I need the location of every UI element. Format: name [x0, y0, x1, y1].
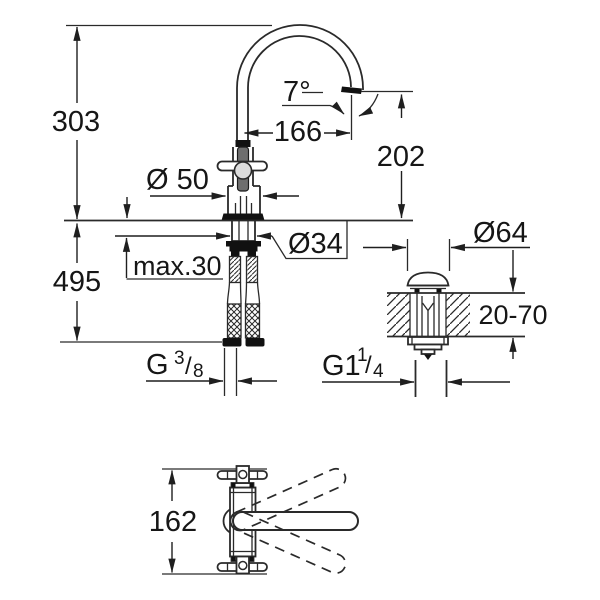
dim-hole-diameter-label: Ø34 — [288, 228, 343, 260]
faucet-outline — [216, 24, 364, 221]
body-inner-lines — [234, 196, 253, 214]
valve-nipple-tip — [424, 354, 432, 360]
supply-thread-prefix: G — [146, 349, 169, 381]
valve-tailpipe — [414, 360, 448, 397]
valve-nipple — [420, 348, 436, 355]
front-view: 303 495 Ø 50 166 202 — [52, 24, 425, 396]
body-column — [227, 185, 261, 214]
dim-body-diameter: Ø 50 — [146, 164, 299, 200]
spout-aerator-face — [341, 86, 362, 94]
supply-thread-numerator: 3 — [174, 348, 185, 369]
waste-thread-prefix: G1 — [322, 350, 361, 382]
dim-supply-thread: G 3 / 8 — [146, 348, 277, 396]
valve-locknut — [407, 336, 449, 346]
dim-body-diameter-label: Ø 50 — [146, 164, 209, 196]
hose-end-left — [222, 338, 242, 347]
dim-spout-reach: 166 — [243, 95, 353, 148]
bottom-handle-screw — [238, 560, 248, 571]
spout-joint-ring — [235, 140, 251, 147]
dim-swivel-depth-label: 162 — [149, 506, 197, 538]
collar-top-corner-left — [231, 483, 236, 488]
mounting-nut — [226, 241, 261, 247]
top-view: 162 — [149, 465, 359, 575]
angle-arc-right — [358, 93, 379, 117]
valve-funnel — [421, 302, 435, 337]
dim-spout-height: 303 — [52, 24, 272, 220]
cross-handle-hub — [233, 161, 253, 180]
mounting-washer — [229, 246, 258, 252]
mounting-shank — [231, 221, 256, 242]
dim-spout-reach-label: 166 — [274, 116, 322, 148]
dim-cap-diameter-label: Ø64 — [473, 217, 528, 249]
angle-leader-left — [282, 101, 345, 115]
spout-swivel-position-up — [229, 467, 347, 532]
hose-end-right — [245, 338, 265, 347]
shank-inner-pipes — [238, 221, 249, 241]
hole-diameter-leader — [271, 221, 348, 260]
drain-valve-view: Ø64 20-70 G1 1 / 4 — [322, 217, 548, 397]
valve-seal-left — [414, 289, 420, 294]
threaded-stud-left — [228, 255, 242, 284]
spout-top-view — [232, 511, 359, 531]
supply-hose-left — [226, 303, 242, 339]
valve-stem-walls — [409, 293, 447, 337]
hose-tapers — [226, 282, 261, 305]
waste-thread-denominator: 4 — [373, 361, 384, 382]
dim-cap-diameter: Ø64 — [363, 217, 530, 271]
top-handle-screw — [238, 469, 248, 480]
dim-outlet-height: 202 — [361, 90, 425, 219]
dim-deck-thickness-range: 20-70 — [478, 250, 548, 359]
dim-max-deck-thickness-label: max.30 — [133, 251, 222, 281]
dim-swivel-depth: 162 — [149, 469, 197, 574]
threaded-stud-right — [245, 255, 259, 284]
waste-thread-slash: / — [365, 352, 372, 379]
collar-top-corner-right — [249, 483, 254, 488]
bottom-handle-bar-ticks — [226, 563, 259, 571]
top-handle-bar-ticks — [226, 471, 259, 479]
dim-spout-height-label: 303 — [52, 106, 100, 138]
base-plate — [221, 213, 265, 221]
spout-swivel-position-down — [229, 510, 347, 575]
supply-thread-denominator: 8 — [193, 361, 204, 382]
dim-hole-diameter: Ø34 — [256, 221, 348, 260]
valve-seal-right — [436, 289, 442, 294]
supply-thread-slash: / — [185, 353, 192, 380]
deck-section-right — [446, 293, 470, 336]
dim-height-below-deck: 495 — [53, 222, 222, 343]
waste-thread-numerator: 1 — [357, 345, 368, 366]
deck-section-left — [387, 293, 410, 336]
dim-outlet-angle-label: 7° — [283, 76, 311, 108]
spout-outer-curve — [236, 24, 364, 147]
valve-body — [387, 271, 525, 397]
outlet-angle-callout: 7° — [282, 76, 379, 117]
collar-bottom-corner-left — [231, 556, 236, 561]
collar-bottom-corner-right — [249, 556, 254, 561]
supply-hose-right — [244, 303, 261, 339]
dim-outlet-height-label: 202 — [377, 141, 425, 173]
dim-deck-thickness-range-label: 20-70 — [478, 300, 547, 330]
locknut-ticks — [411, 337, 445, 345]
mounting-hardware — [222, 221, 265, 347]
faucet-top-view — [216, 465, 359, 575]
dim-max-deck-thickness: max.30 — [115, 197, 231, 281]
spout-inner-curve — [247, 35, 352, 147]
valve-cap-dome — [406, 271, 450, 287]
dim-height-below-deck-label: 495 — [53, 266, 101, 298]
stud-head-right — [247, 251, 256, 257]
stud-head-left — [231, 251, 240, 257]
dim-waste-thread: G1 1 / 4 — [322, 345, 510, 386]
